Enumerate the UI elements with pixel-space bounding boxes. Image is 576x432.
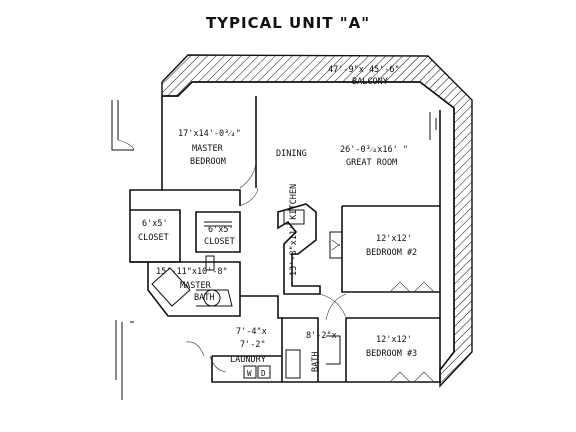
- laundry-dims-1: 7'-4"x: [236, 327, 267, 337]
- closet-1-dims: 6'x5': [142, 219, 168, 229]
- bedroom-2-dims: 12'x12': [376, 234, 412, 244]
- master-bath-dims: 15'-11"x10'-8": [156, 267, 228, 277]
- bath-counter: [196, 289, 233, 307]
- laundry-wall: [211, 355, 282, 383]
- bedroom-2-closet: [329, 231, 343, 259]
- bedroom-3-door: [389, 371, 435, 383]
- bath-toilet: [205, 255, 215, 271]
- bedroom-2-door: [389, 281, 435, 293]
- kitchen-label: 13'-8"x11' KITCHEN: [289, 184, 299, 276]
- master-label-1: MASTER: [192, 144, 224, 154]
- unit-outer-wall: [129, 96, 441, 383]
- bedroom-3-wall: [345, 317, 440, 382]
- bedroom-3-dims: 12'x12': [376, 335, 412, 345]
- kitchen-counter: [277, 203, 321, 295]
- plan-title: TYPICAL UNIT "A": [205, 14, 371, 32]
- balcony-label: BALCONY: [352, 77, 388, 87]
- master-bath-label-2: BATH: [194, 293, 214, 303]
- master-door-swing: [239, 159, 259, 207]
- closet-shelf: [204, 221, 232, 227]
- bath-2-dims: 8'-2"x: [306, 331, 337, 341]
- washer-box: [243, 365, 257, 379]
- great-room-label: GREAT ROOM: [346, 158, 397, 168]
- dryer-box: [257, 365, 271, 379]
- kitchen-sink: [283, 209, 305, 225]
- closet-2-dims: 6'x5': [208, 225, 234, 235]
- bath-tub: [151, 267, 191, 307]
- great-room-dims: 26'-0³⁄₄x16' ": [340, 145, 408, 155]
- master-dims: 17'x14'-0³⁄₄": [178, 129, 241, 139]
- bedroom-3-closet: [326, 335, 341, 365]
- dining-label: DINING: [276, 149, 307, 159]
- corridor-wall-left: [111, 100, 134, 400]
- bath-2-tub: [285, 349, 301, 379]
- washer-label: W: [247, 369, 252, 378]
- master-bath-label-1: MASTER: [180, 281, 212, 291]
- master-label-2: BEDROOM: [190, 157, 226, 167]
- balcony-inner-edge: [162, 81, 455, 371]
- master-bath-wall: [148, 261, 241, 296]
- bedroom-2-label: BEDROOM #2: [366, 248, 417, 258]
- kitchen-arc: [319, 293, 347, 321]
- bedroom-2-closet-door: [331, 239, 341, 251]
- dryer-label: D: [261, 369, 266, 378]
- laundry-dims-2: 7'-2": [240, 340, 266, 350]
- bath-2-wall: [282, 317, 319, 382]
- master-bedroom-wall: [162, 96, 257, 206]
- closet-2-wall: [195, 211, 241, 253]
- closet-1-label: CLOSET: [138, 233, 169, 243]
- great-room-window-line: [429, 112, 437, 140]
- balcony-dims: 47'-9"x 45'-6": [328, 65, 400, 75]
- corridor-door-arc: [117, 139, 135, 151]
- hall-door-arc: [185, 341, 227, 373]
- bath-2-label: BATH: [311, 352, 321, 372]
- closet-2-label: CLOSET: [204, 237, 235, 247]
- laundry-label: LAUNDRY: [230, 355, 266, 365]
- bedroom-3-label: BEDROOM #3: [366, 349, 417, 359]
